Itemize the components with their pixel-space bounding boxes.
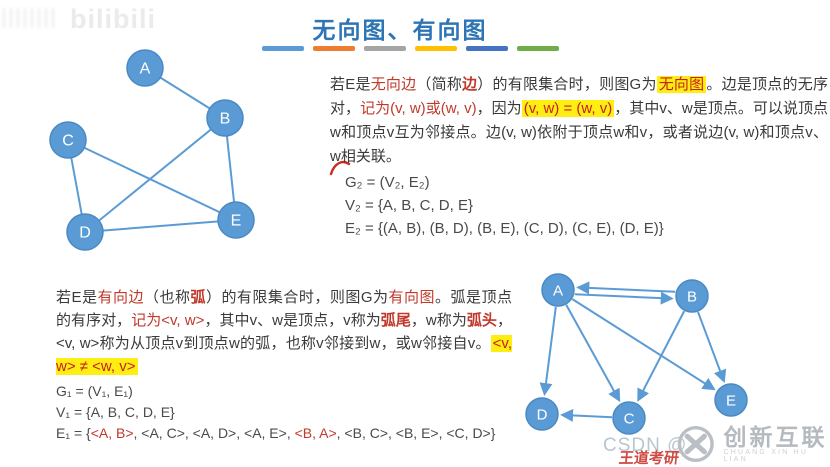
formula-g1: G₁ = (V₁, E₁): [56, 381, 495, 402]
text-run: <A, B>: [90, 425, 134, 441]
text-run: G₁ = (V₁, E₁): [56, 383, 133, 399]
directed-graph-node-A: [541, 273, 575, 307]
directed-graph-edge-CD: [560, 408, 613, 422]
undirected-formulas: G₂ = (V₂, E₂) V₂ = {A, B, C, D, E} E₂ = …: [345, 171, 664, 240]
directed-definition-paragraph: 若E是有向边（也称弧）的有限集合时，则图G为有向图。弧是顶点的有序对，记为<v,…: [56, 286, 512, 378]
text-run: 弧尾: [380, 312, 411, 329]
text-run: ，w称为: [410, 312, 467, 329]
undirected-graph-node-label-E: E: [231, 213, 242, 230]
directed-graph-node-label-E: E: [726, 392, 736, 409]
cx-circle-logo-icon: [677, 425, 714, 463]
directed-graph-edge-AB: [574, 291, 674, 305]
bilibili-watermark: bilibili: [70, 4, 156, 34]
accent-bar: [262, 46, 304, 51]
undirected-definition-paragraph: 若E是无向边（简称边）的有限集合时，则图G为无向图。边是顶点的无序对，记为(v,…: [330, 73, 828, 169]
directed-graph-edge-AE: [571, 298, 716, 391]
undirected-graph-edge-DE: [84, 219, 237, 233]
directed-graph-node-B: [675, 279, 709, 313]
formula-e2: E₂ = {(A, B), (B, D), (B, E), (C, D), (C…: [345, 217, 664, 240]
accent-bar: [364, 46, 406, 51]
undirected-graph-node-label-C: C: [62, 133, 74, 150]
directed-graph-node-E: [714, 383, 748, 417]
text-run: 有向图: [388, 289, 435, 306]
text-run: (v, w) = (w, v): [521, 100, 615, 117]
text-run: , <B, C>, <B, E>, <C, D>}: [336, 425, 496, 441]
undirected-graph-node-label-D: D: [79, 225, 91, 242]
text-run: G₂ = (V₂, E₂): [345, 174, 430, 191]
directed-graph-edge-AD: [539, 306, 557, 397]
text-run: , <A, C>, <A, D>, <A, E>,: [133, 425, 295, 441]
directed-graph-edge-BC: [637, 310, 686, 402]
text-run: （简称: [416, 76, 463, 93]
accent-bar: [466, 46, 508, 51]
undirected-graph-edge-CE: [67, 139, 237, 221]
undirected-graph-node-label-B: B: [220, 111, 231, 128]
chuangxin-logo: 创新互联 CHUANG XIN HU LIAN: [676, 423, 830, 465]
page-title: 无向图、有向图: [312, 17, 488, 43]
directed-graph-edge-BA: [576, 281, 676, 295]
formula-v1: V₁ = {A, B, C, D, E}: [56, 402, 495, 423]
directed-graph-node-label-B: B: [687, 288, 697, 305]
title-underline-bars: [262, 46, 559, 51]
faint-watermark-smudge: [2, 8, 58, 28]
undirected-graph-node-E: [217, 201, 255, 239]
text-run: <B, A>: [294, 425, 337, 441]
undirected-graph-node-A: [126, 49, 164, 87]
accent-bar: [313, 46, 355, 51]
undirected-graph-edge-AB: [144, 67, 226, 119]
text-run: ，因为: [476, 100, 522, 117]
text-run: 记为(v, w)或(w, v): [360, 100, 477, 117]
text-run: （也称: [143, 289, 191, 306]
undirected-graph-edge-BD: [84, 117, 226, 233]
formula-g2: G₂ = (V₂, E₂): [345, 171, 664, 194]
text-run: ）的有限集合时，则图G为: [477, 76, 657, 93]
text-run: E₂ = {(A, B), (B, D), (B, E), (C, D), (C…: [345, 220, 664, 237]
text-run: E₁ = {: [56, 425, 91, 441]
text-run: V₁ = {A, B, C, D, E}: [56, 404, 175, 420]
text-run: 边: [462, 76, 478, 93]
text-run: 弧: [190, 289, 206, 306]
directed-graph-edge-AC: [565, 304, 621, 403]
wangdao-red-watermark: 王道考研: [618, 450, 680, 467]
text-run: 。边是顶点的无序对，: [330, 76, 828, 117]
accent-bar: [517, 46, 559, 51]
undirected-graph-node-B: [206, 99, 244, 137]
text-run: V₂ = {A, B, C, D, E}: [345, 197, 473, 214]
formula-e1: E₁ = {<A, B>, <A, C>, <A, D>, <A, E>, <B…: [56, 423, 495, 444]
undirected-graph-node-D: [66, 213, 104, 251]
directed-graph-node-label-A: A: [553, 282, 563, 299]
directed-graph-node-C: [612, 401, 646, 435]
undirected-graph-edge-BE: [224, 117, 237, 221]
text-run: 无向图: [656, 76, 707, 93]
text-run: ，其中v、w是顶点。可以说顶点w和顶点v互为邻接点。边(v, w)依附于顶点w和…: [330, 100, 828, 165]
text-run: 无向边: [370, 76, 417, 93]
undirected-graph-node-label-A: A: [140, 61, 151, 78]
text-run: 若E是: [56, 289, 98, 306]
accent-bar: [415, 46, 457, 51]
text-run: ）的有限集合时，则图G为: [205, 289, 389, 306]
directed-graph-node-D: [525, 397, 559, 431]
text-run: 弧头: [466, 312, 497, 329]
csdn-watermark: CSDN @: [603, 435, 688, 456]
logo-cn-text: 创新互联: [723, 424, 828, 450]
undirected-graph-node-C: [49, 121, 87, 159]
directed-formulas: G₁ = (V₁, E₁) V₁ = {A, B, C, D, E} E₁ = …: [56, 381, 495, 444]
text-run: 。弧是顶点的有序对，: [56, 289, 512, 329]
logo-en-text: CHUANG XIN HU LIAN: [723, 449, 809, 463]
text-run: ，<v, w>称为从顶点v到顶点w的弧，也称v邻接到w，或w邻接自v。: [56, 312, 512, 352]
text-run: 记为<v, w>: [131, 312, 205, 329]
formula-v2: V₂ = {A, B, C, D, E}: [345, 194, 664, 217]
text-run: ，其中v、w是顶点，v称为: [204, 312, 381, 329]
text-run: 有向边: [97, 289, 144, 306]
directed-graph-edge-BE: [697, 311, 727, 384]
directed-graph-node-label-D: D: [537, 406, 548, 423]
directed-graph-node-label-C: C: [624, 410, 635, 427]
undirected-graph-edge-CD: [67, 139, 86, 233]
text-run: 若E是: [330, 76, 371, 93]
